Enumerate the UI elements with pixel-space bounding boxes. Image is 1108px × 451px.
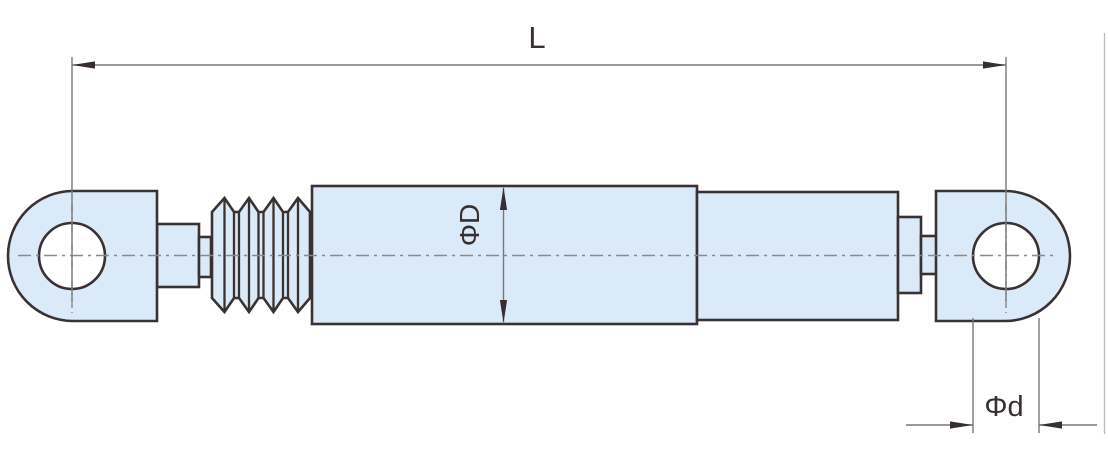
- arrowhead-inward-left-icon: [1039, 421, 1062, 429]
- arrowhead-left-icon: [72, 61, 95, 69]
- arrowhead-right-icon: [983, 61, 1006, 69]
- arrowhead-inward-right-icon: [950, 421, 973, 429]
- dimension-overall-length: L: [71, 20, 1007, 301]
- dimension-eye-bore: Φd: [906, 318, 1097, 433]
- arrowhead-up-icon: [499, 187, 508, 210]
- arrowhead-down-icon: [499, 300, 508, 323]
- eye-bore-label: Φd: [984, 391, 1023, 423]
- rod-step-ring: [197, 235, 213, 279]
- dimension-body-diameter: ΦD: [454, 187, 508, 323]
- length-label: L: [528, 20, 545, 55]
- body-diameter-label: ΦD: [454, 204, 485, 247]
